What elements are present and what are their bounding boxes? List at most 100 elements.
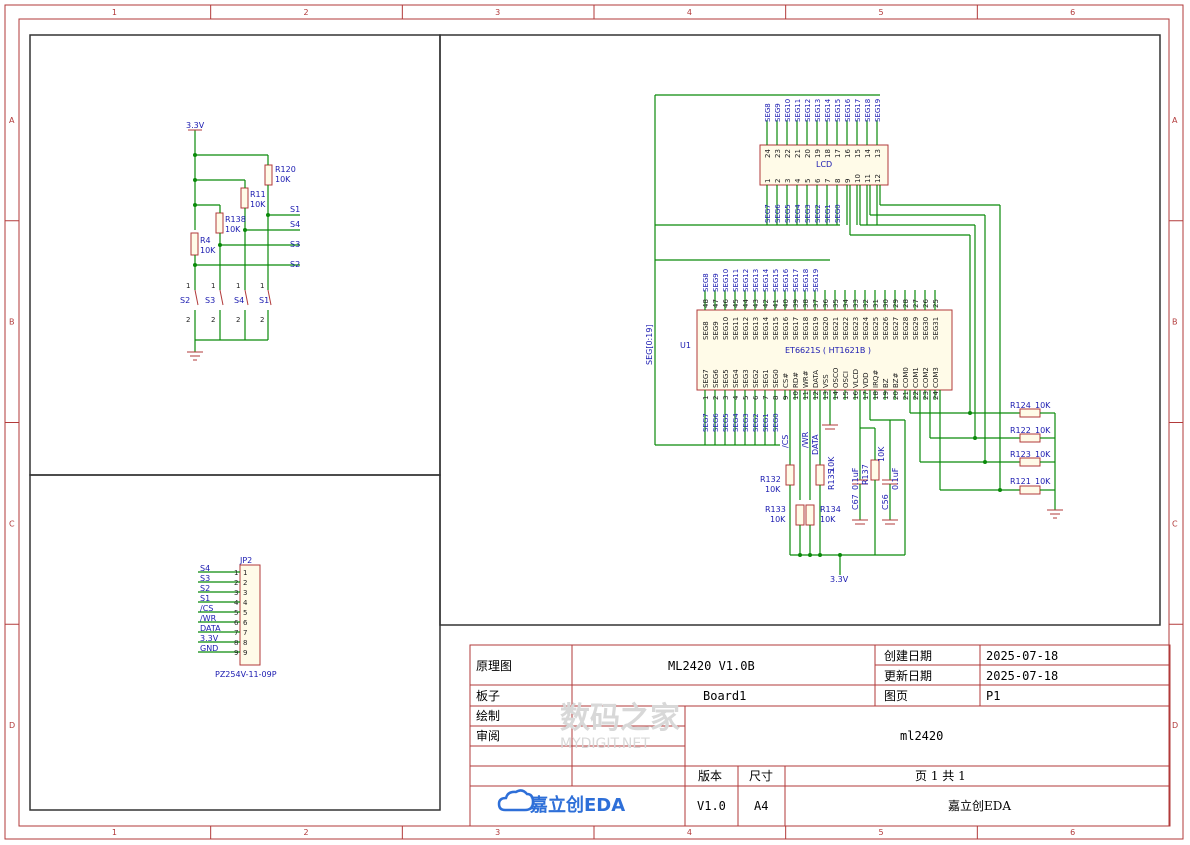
ic-top-net: SEG14 [762, 268, 770, 292]
ic-top-name: SEG30 [922, 317, 930, 340]
ic-bottom-pin: 2 [712, 396, 720, 400]
tb-page: P1 [986, 689, 1000, 703]
row-label: B [1172, 318, 1178, 327]
ic-top-name: SEG9 [712, 321, 720, 340]
ic-top-pin: 36 [822, 299, 830, 308]
ic-top-pin: 33 [852, 299, 860, 308]
row-label: C [1172, 519, 1178, 528]
lcd-top-net: SEG16 [844, 98, 852, 122]
ic-top-pin: 30 [882, 299, 890, 308]
ic-top-name: SEG20 [822, 317, 830, 340]
row-label: A [9, 116, 15, 125]
ic-bottom-net: SEG1 [762, 413, 770, 432]
ic-bottom-pin: 1 [702, 396, 710, 400]
svg-text:S2: S2 [180, 296, 190, 305]
u1-ref: U1 [680, 341, 691, 350]
svg-text:10K: 10K [877, 446, 886, 462]
ic-top-net: SEG19 [812, 269, 820, 292]
ic-bottom-pin: 7 [762, 396, 770, 400]
lcd-bottom-pin: 6 [814, 178, 822, 183]
ic-bottom-pin: 13 [822, 391, 830, 400]
ic-top-name: SEG15 [772, 317, 780, 340]
ic-top-pin: 42 [762, 299, 770, 308]
ic-bottom-name: SEG3 [742, 369, 750, 388]
switch-s1: S1 1 2 [259, 215, 272, 340]
svg-text:R132: R132 [760, 475, 781, 484]
jp2-net: S1 [200, 594, 210, 603]
ic-top-net: SEG13 [752, 269, 760, 292]
ic-top-pin: 32 [862, 299, 870, 308]
ic-bottom-pin: 11 [802, 391, 810, 400]
svg-text:10K: 10K [827, 456, 836, 472]
jp2-pin-inner: 7 [243, 629, 247, 637]
ic-top-pin: 31 [872, 299, 880, 308]
lcd-bottom-pin: 1 [764, 179, 772, 183]
r11-ref: R11 [250, 190, 266, 199]
svg-text:C67: C67 [851, 494, 860, 510]
ic-u1: U1 ET6621S ( HT1621B ) SEG[0:19] 48SEG8S… [645, 268, 953, 455]
jp2-pin-outer: 4 [234, 599, 239, 607]
ic-bottom-pin: 17 [862, 391, 870, 400]
lcd-top-pin: 19 [814, 149, 822, 158]
svg-text:1: 1 [236, 282, 240, 290]
jp2-pin-outer: 9 [234, 649, 238, 657]
lcd-body [759, 144, 889, 186]
ic-top-pin: 45 [732, 299, 740, 308]
r120-val: 10K [275, 175, 291, 184]
jp2-pin-inner: 4 [243, 599, 248, 607]
jp2-pin-inner: 6 [243, 619, 248, 627]
ic-top-net: SEG11 [732, 269, 740, 292]
svg-text:板子: 板子 [476, 689, 500, 703]
svg-text:2: 2 [211, 316, 215, 324]
jp2-pin-inner: 5 [243, 609, 247, 617]
switch-s4: S4 1 2 [234, 230, 249, 340]
lcd-top-pin: 22 [784, 149, 792, 158]
lcd-bottom-net: SEG1 [824, 204, 832, 223]
ic-top-net: SEG17 [792, 269, 800, 292]
ic-top-name: SEG8 [702, 321, 710, 340]
ic-top-pin: 38 [802, 299, 810, 308]
lcd-top-net: SEG10 [784, 99, 792, 122]
ic-bottom-pin: 24 [932, 391, 940, 400]
ic-bottom-name: IRQ# [872, 370, 880, 388]
ic-top-net: SEG18 [802, 269, 810, 292]
r138-ref: R138 [225, 215, 246, 224]
ic-bottom-net: SEG2 [752, 413, 760, 432]
lcd-bottom-pin: 8 [834, 179, 842, 183]
svg-text:10K: 10K [820, 515, 836, 524]
net-s4: S4 [290, 220, 300, 229]
lcd-top-pin: 15 [854, 149, 862, 158]
jp2-part: PZ254V-11-09P [215, 670, 277, 679]
svg-text:10K: 10K [1035, 477, 1051, 486]
svg-text:创建日期: 创建日期 [884, 649, 932, 663]
switch-circuit: 3.3V R120 10K R11 10K R138 10K R4 10K [180, 121, 300, 361]
tb-size: A4 [754, 799, 768, 813]
svg-text:10K: 10K [1035, 426, 1051, 435]
svg-text:10K: 10K [1035, 450, 1051, 459]
ic-top-pin: 40 [782, 299, 790, 308]
col-label: 2 [304, 828, 309, 837]
ic-bottom-net: SEG4 [732, 413, 740, 432]
ground-symbol [187, 351, 203, 361]
r11 [240, 187, 249, 209]
col-label: 1 [112, 828, 117, 837]
ic-bottom-pin: 16 [852, 391, 860, 400]
jp2-pin-outer: 5 [234, 609, 238, 617]
lcd-top-pin: 23 [774, 149, 782, 158]
svg-text:R123: R123 [1010, 450, 1031, 459]
svg-text:图页: 图页 [884, 689, 908, 703]
svg-text:10K: 10K [765, 485, 781, 494]
svg-text:1: 1 [211, 282, 215, 290]
svg-text:2: 2 [260, 316, 264, 324]
row-label: A [1172, 116, 1178, 125]
lcd-top-pin: 18 [824, 149, 832, 158]
ic-top-net: SEG9 [712, 273, 720, 292]
lcd-component: LCD 24SEG823SEG922SEG1021SEG1120SEG1219S… [654, 94, 889, 446]
svg-text:R124: R124 [1010, 401, 1031, 410]
ic-bottom-pin: 5 [742, 396, 750, 400]
ic-bottom-pin: 21 [902, 391, 910, 400]
lcd-top-pin: 21 [794, 149, 802, 158]
ic-top-name: SEG16 [782, 316, 790, 340]
svg-text:S1: S1 [259, 296, 269, 305]
